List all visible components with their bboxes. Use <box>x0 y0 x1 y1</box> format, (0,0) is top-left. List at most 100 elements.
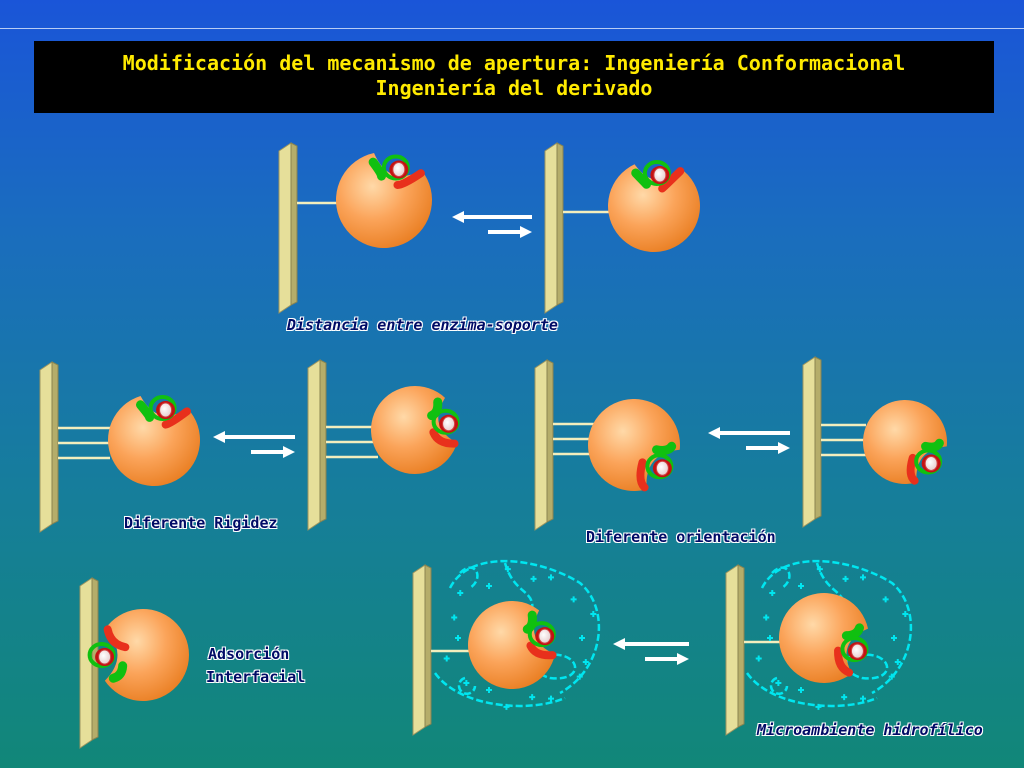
title-line-2: Ingeniería del derivado <box>375 76 653 100</box>
equilibrium-arrows <box>613 638 689 665</box>
active-site <box>924 455 938 471</box>
polymer-tick <box>503 703 510 710</box>
caption-rigidity: Diferente Rigidez <box>124 514 278 532</box>
lid-red <box>161 407 191 429</box>
active-site <box>655 460 669 476</box>
enzyme <box>608 160 700 253</box>
polymer-tick <box>455 635 461 641</box>
support-plate <box>544 142 564 314</box>
caption-orientation: Diferente orientación <box>586 528 776 546</box>
support-plate <box>278 142 298 314</box>
support-plate <box>802 356 822 528</box>
support-plate <box>39 361 59 533</box>
polymer-tick <box>570 596 577 603</box>
enzyme <box>371 386 460 474</box>
lid-green <box>841 623 864 641</box>
polymer-tick <box>891 635 897 641</box>
enzyme <box>468 601 557 690</box>
polymer-tick <box>457 590 464 597</box>
polymer-tick <box>798 583 804 590</box>
lid-red <box>526 641 557 660</box>
lid-red <box>658 167 685 193</box>
lid-green <box>631 168 652 189</box>
polymer-tick <box>582 658 589 665</box>
polymer-tick <box>816 566 823 573</box>
polymer-tick <box>894 658 901 665</box>
equilibrium-arrows <box>213 431 295 458</box>
polymer-tick <box>815 703 822 710</box>
lid-green <box>135 400 155 422</box>
support-plate <box>725 564 745 736</box>
enzyme-body <box>104 609 189 702</box>
lid-red <box>103 625 130 652</box>
caption-microenvironment: Microambiente hidrofílico <box>757 721 983 739</box>
lid-green <box>427 397 443 421</box>
polymer-tick <box>767 635 773 641</box>
active-site <box>392 162 406 178</box>
active-site <box>850 643 864 659</box>
lid-red <box>906 453 919 485</box>
enzyme <box>779 593 869 684</box>
support-plate <box>412 564 432 736</box>
polymer-tick <box>451 614 458 621</box>
polymer-tick <box>798 686 804 693</box>
polymer-tick <box>590 611 597 618</box>
enzyme-body <box>588 398 680 492</box>
polymer-tick <box>763 614 770 621</box>
polymer-chain <box>769 676 789 695</box>
lid-green <box>921 438 944 452</box>
enzyme-body <box>608 164 700 253</box>
polymer-tick <box>548 695 554 702</box>
enzyme <box>87 609 189 702</box>
lid-green <box>522 610 537 634</box>
polymer-chain <box>459 566 479 590</box>
lid-red <box>636 458 649 492</box>
polymer-chain <box>433 672 566 708</box>
polymer-chain <box>760 559 913 695</box>
polymer-tick <box>842 575 849 582</box>
lid-red <box>393 169 425 190</box>
polymer-tick <box>530 575 537 582</box>
polymer-chain <box>457 676 477 695</box>
enzyme <box>862 400 947 485</box>
support-plate <box>307 359 327 531</box>
polymer-tick <box>755 655 762 662</box>
equilibrium-arrows <box>708 427 790 454</box>
polymer-tick <box>860 574 866 581</box>
polymer-tick <box>463 679 470 686</box>
active-site <box>159 402 173 418</box>
polymer-tick <box>504 566 511 573</box>
header-rule <box>0 28 1024 29</box>
caption-adsorption-2: Interfacial <box>206 668 306 686</box>
polymer-tick <box>888 673 895 680</box>
polymer-tick <box>548 574 554 581</box>
enzyme-body <box>862 400 947 484</box>
polymer-tick <box>769 590 776 597</box>
lid-red <box>429 428 459 448</box>
support-plate <box>79 577 99 749</box>
lid-green <box>108 661 128 683</box>
equilibrium-arrows <box>452 211 532 238</box>
enzyme-body <box>779 593 869 684</box>
polymer-tick <box>902 611 909 618</box>
polymer-tick <box>841 694 848 701</box>
polymer-tick <box>486 686 492 693</box>
polymer-tick <box>775 679 782 686</box>
polymer-tick <box>529 694 536 701</box>
caption-adsorption-1: Adsorción <box>208 645 290 663</box>
lid-green <box>368 157 386 181</box>
active-site <box>442 416 456 432</box>
polymer-chain <box>771 566 791 590</box>
enzyme <box>588 398 680 492</box>
polymer-chain <box>745 672 878 708</box>
lid-red <box>834 646 854 677</box>
active-site <box>538 628 552 644</box>
enzyme <box>336 153 433 248</box>
active-site <box>653 167 667 183</box>
polymer-tick <box>486 583 492 590</box>
polymer-tick <box>443 655 450 662</box>
support-plate <box>534 359 554 531</box>
lid-green <box>651 441 677 455</box>
polymer-tick <box>579 635 585 641</box>
